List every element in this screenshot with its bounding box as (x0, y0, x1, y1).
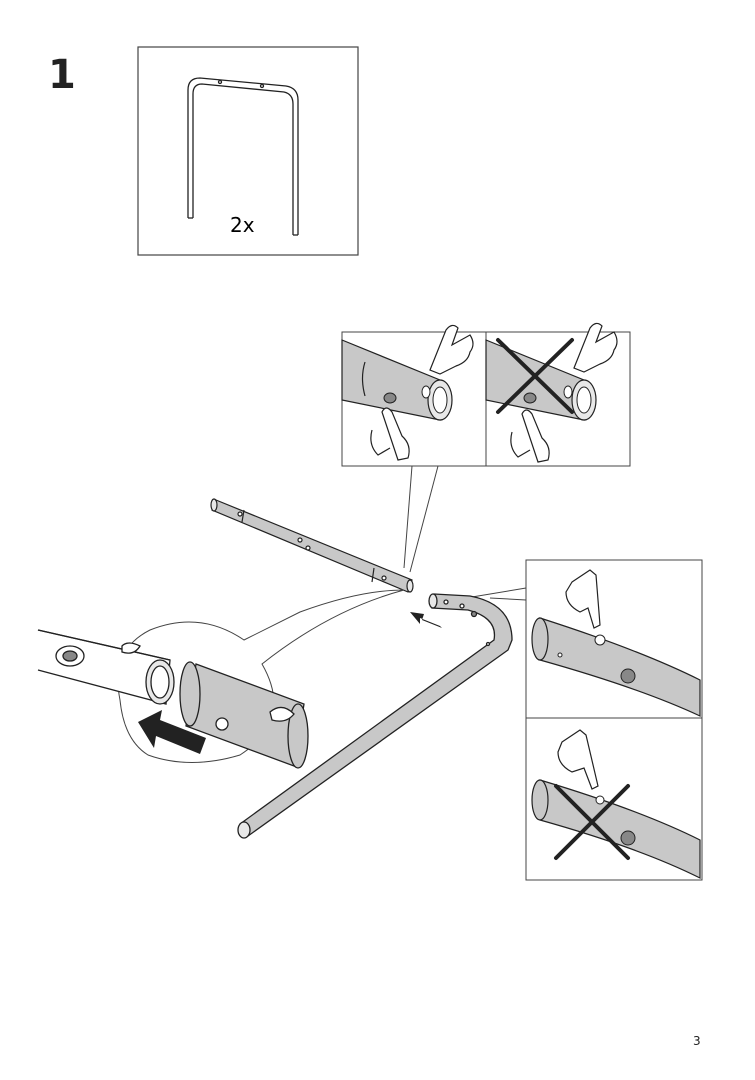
cross-mark-icon (554, 784, 630, 860)
detail-panel-wrong (485, 322, 631, 467)
detail-panel-right-wrong (525, 717, 703, 881)
u-frame-icon (187, 77, 299, 236)
detail-panel-correct (341, 324, 487, 467)
hand-pointing-icon (510, 322, 618, 463)
cross-mark-icon (496, 338, 574, 414)
page-number: 3 (693, 1034, 701, 1048)
hand-pointing-icon (557, 729, 599, 790)
parts-box: 2x (137, 46, 359, 256)
quantity-label: 2x (230, 213, 255, 237)
inner-tube (210, 498, 414, 593)
detail-panel-right-correct (525, 559, 703, 719)
magnifier-bubble-icon (37, 589, 405, 769)
hand-pointing-icon (370, 324, 474, 461)
frame-leg (237, 593, 513, 839)
push-arrow-icon (410, 612, 442, 628)
hand-pointing-icon (565, 569, 601, 629)
step-number: 1 (48, 52, 76, 98)
